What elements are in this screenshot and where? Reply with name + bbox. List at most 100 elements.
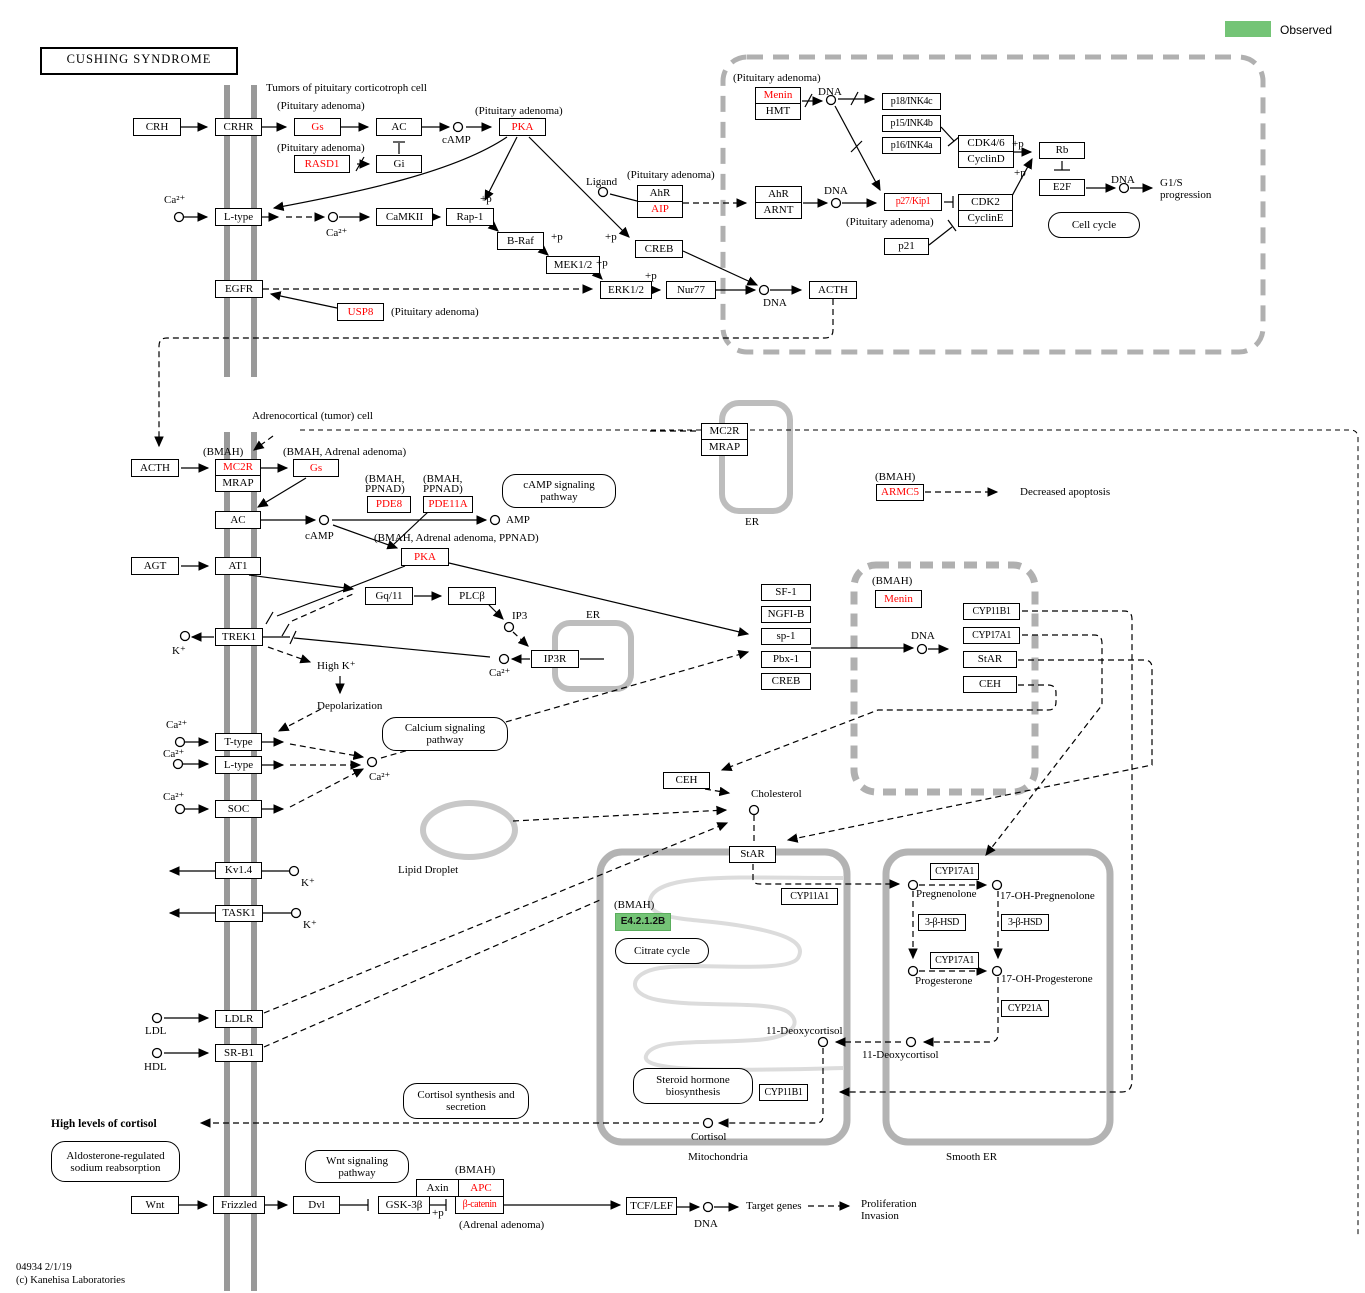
node-task1[interactable]: TASK1 (215, 905, 263, 922)
node-cdk2[interactable]: CDK2 (958, 194, 1013, 211)
node-gi[interactable]: Gi (376, 155, 422, 173)
node-cyp17a1-ser-mid[interactable]: CYP17A1 (930, 952, 979, 969)
node-dvl[interactable]: Dvl (293, 1196, 340, 1214)
node-e2f[interactable]: E2F (1039, 179, 1085, 196)
node-ttype[interactable]: T-type (215, 733, 262, 751)
node-cdk46[interactable]: CDK4/6 (958, 135, 1014, 152)
node-arnt[interactable]: ARNT (755, 202, 802, 219)
node-crhr[interactable]: CRHR (215, 118, 262, 136)
node-ceh-nucleus[interactable]: CEH (963, 676, 1017, 693)
node-mc2r-er[interactable]: MC2R (701, 423, 748, 440)
node-pde8[interactable]: PDE8 (367, 496, 411, 513)
node-camkii[interactable]: CaMKII (376, 208, 433, 226)
node-frizzled[interactable]: Frizzled (213, 1196, 265, 1214)
node-ltype-adrenal[interactable]: L-type (215, 756, 262, 774)
node-p15ink4b[interactable]: p15/INK4b (882, 115, 941, 132)
node-pde11a[interactable]: PDE11A (423, 496, 473, 513)
pill-cell-cycle[interactable]: Cell cycle (1048, 212, 1140, 238)
node-ip3r[interactable]: IP3R (531, 650, 579, 668)
node-mek12[interactable]: MEK1/2 (546, 256, 600, 274)
node-p21[interactable]: p21 (884, 238, 929, 255)
node-hmt[interactable]: HMT (755, 103, 801, 120)
node-cyp17a1-ser-top[interactable]: CYP17A1 (930, 863, 979, 880)
node-gsk3b[interactable]: GSK-3β (378, 1196, 430, 1214)
node-gs-pituitary[interactable]: Gs (294, 118, 341, 136)
node-rb[interactable]: Rb (1039, 142, 1085, 159)
node-ltype-pituitary[interactable]: L-type (215, 208, 262, 226)
node-mrap-er[interactable]: MRAP (701, 439, 748, 456)
node-ac-adrenal[interactable]: AC (215, 511, 261, 529)
node-cycline[interactable]: CyclinE (958, 210, 1013, 227)
node-gs-adrenal[interactable]: Gs (293, 459, 339, 477)
node-bcatenin[interactable]: β-catenin (455, 1196, 504, 1214)
node-cyclind[interactable]: CyclinD (958, 151, 1014, 168)
node-mrap[interactable]: MRAP (215, 475, 261, 492)
node-at1[interactable]: AT1 (215, 557, 261, 575)
pill-camp-signaling[interactable]: cAMP signaling pathway (502, 474, 616, 508)
node-cyp17a1-nucleus[interactable]: CYP17A1 (963, 627, 1020, 644)
metabolite-nodes[interactable] (151, 94, 1130, 1213)
node-ahr[interactable]: AhR (637, 185, 683, 202)
node-aip[interactable]: AIP (637, 201, 683, 218)
node-menin-pituitary[interactable]: Menin (755, 87, 801, 104)
node-creb-pituitary[interactable]: CREB (635, 240, 683, 258)
pill-calcium-signaling[interactable]: Calcium signaling pathway (382, 717, 508, 751)
node-armc5[interactable]: ARMC5 (876, 484, 924, 501)
node-pbx1[interactable]: Pbx-1 (761, 651, 811, 668)
node-braf[interactable]: B-Raf (497, 232, 544, 250)
label-pituitary-adenoma-1: (Pituitary adenoma) (277, 100, 365, 112)
node-cyp11b1-nucleus[interactable]: CYP11B1 (963, 603, 1020, 620)
node-mc2r[interactable]: MC2R (215, 459, 261, 476)
node-creb-adrenal[interactable]: CREB (761, 673, 811, 690)
node-acth-pituitary[interactable]: ACTH (809, 281, 857, 299)
node-agt[interactable]: AGT (131, 557, 179, 575)
node-ngfib[interactable]: NGFI-B (761, 606, 811, 623)
node-ahr2[interactable]: AhR (755, 186, 802, 203)
node-erk12[interactable]: ERK1/2 (600, 281, 652, 299)
pill-steroid-biosynthesis[interactable]: Steroid hormone biosynthesis (633, 1068, 753, 1104)
node-wnt[interactable]: Wnt (131, 1196, 179, 1214)
label-plusp-rap1: +p (480, 193, 492, 205)
node-pka-pituitary[interactable]: PKA (499, 118, 546, 136)
node-3bhsd-right[interactable]: 3-β-HSD (1001, 914, 1049, 931)
node-p16ink4a[interactable]: p16/INK4a (882, 137, 941, 154)
node-gq11[interactable]: Gq/11 (365, 587, 413, 605)
node-cyp11b1-mito[interactable]: CYP11B1 (759, 1084, 808, 1101)
node-cyp21a[interactable]: CYP21A (1001, 1000, 1049, 1017)
node-soc[interactable]: SOC (215, 800, 262, 818)
node-sf1[interactable]: SF-1 (761, 584, 811, 601)
node-trek1[interactable]: TREK1 (215, 628, 263, 646)
node-ldlr[interactable]: LDLR (215, 1010, 263, 1028)
node-acth-adrenal[interactable]: ACTH (131, 459, 179, 477)
node-cyp11a1[interactable]: CYP11A1 (781, 888, 838, 905)
node-usp8[interactable]: USP8 (337, 303, 384, 321)
node-axin[interactable]: Axin (416, 1179, 459, 1197)
node-p18ink4c[interactable]: p18/INK4c (882, 93, 941, 110)
pill-aldosterone-reabsorption[interactable]: Aldosterone-regulated sodium reabsorptio… (51, 1141, 180, 1182)
node-star-mito[interactable]: StAR (729, 846, 776, 863)
label-er2: ER (586, 609, 601, 621)
node-nur77[interactable]: Nur77 (666, 281, 716, 299)
node-egfr[interactable]: EGFR (215, 280, 263, 298)
node-apc[interactable]: APC (458, 1179, 504, 1197)
node-kv14[interactable]: Kv1.4 (215, 862, 262, 879)
node-pka-adrenal[interactable]: PKA (401, 548, 449, 566)
node-rap1[interactable]: Rap-1 (446, 208, 494, 226)
node-sp1[interactable]: sp-1 (761, 628, 811, 645)
pill-cortisol-secretion[interactable]: Cortisol synthesis and secretion (403, 1083, 529, 1119)
node-crh[interactable]: CRH (133, 118, 181, 136)
node-rasd1[interactable]: RASD1 (294, 155, 350, 173)
label-dna-e2f: DNA (1111, 174, 1135, 186)
node-menin-adrenal[interactable]: Menin (875, 590, 922, 608)
pill-citrate-cycle[interactable]: Citrate cycle (615, 938, 709, 964)
node-plcb[interactable]: PLCβ (448, 587, 496, 605)
node-tcflef[interactable]: TCF/LEF (626, 1197, 677, 1215)
node-ceh[interactable]: CEH (663, 772, 710, 789)
node-p27kip1[interactable]: p27/Kip1 (884, 193, 942, 211)
node-3bhsd-left[interactable]: 3-β-HSD (918, 914, 966, 931)
node-e4212b-observed[interactable]: E4.2.1.2B (615, 913, 671, 931)
pill-wnt-signaling[interactable]: Wnt signaling pathway (305, 1150, 409, 1183)
node-srb1[interactable]: SR-B1 (215, 1044, 263, 1062)
node-ac-pituitary[interactable]: AC (376, 118, 422, 136)
node-star-nucleus[interactable]: StAR (963, 651, 1017, 668)
